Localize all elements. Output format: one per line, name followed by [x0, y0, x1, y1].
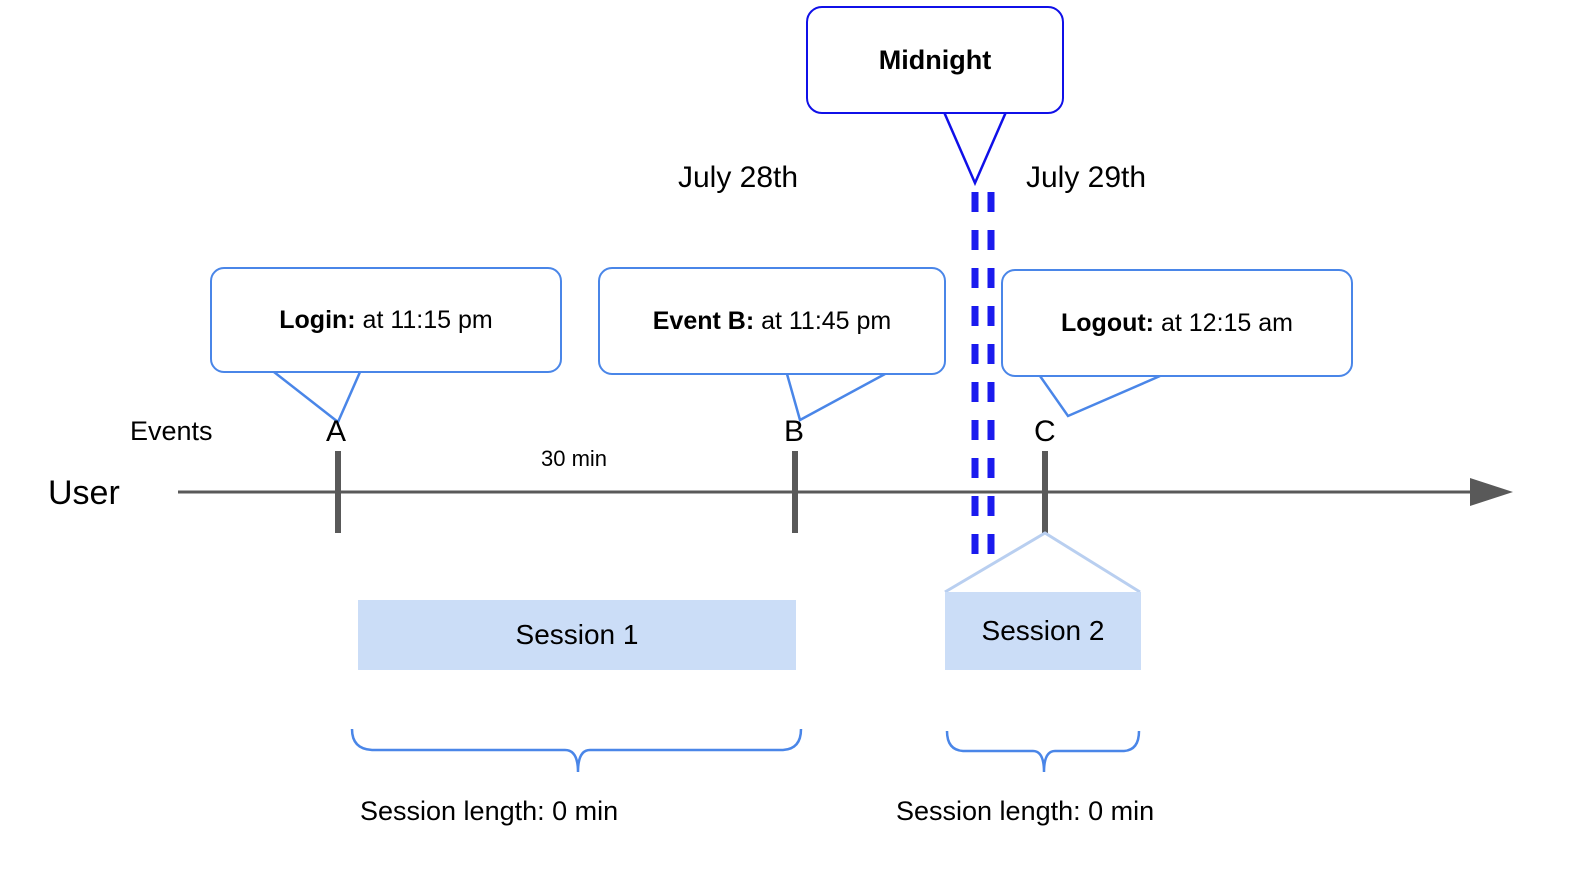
- session-box-1: Session 1: [358, 600, 796, 670]
- session-box-2-label: Session 2: [981, 615, 1105, 646]
- login-callout: Login: at 11:15 pm: [210, 267, 562, 373]
- date-label-july-28: July 28th: [678, 161, 799, 194]
- login-callout-rest-label: at 11:15 pm: [355, 305, 493, 334]
- event-b-callout-bold-label: Event B:: [652, 306, 755, 335]
- event-marker-label-b: B: [784, 415, 805, 448]
- event-tick-marks: [335, 451, 1048, 533]
- login-callout-text: Login: at 11:15 pm: [279, 306, 492, 335]
- event-b-callout-text: Event B: at 11:45 pm: [653, 307, 892, 336]
- logout-callout-tail: [1038, 374, 1161, 418]
- session-box-1-label: Session 1: [515, 619, 639, 650]
- event-marker-label-c: C: [1034, 415, 1056, 448]
- row-label-user: User: [48, 474, 120, 512]
- midnight-callout-tail: [942, 111, 1008, 187]
- session-2-brace: [945, 730, 1141, 773]
- event-marker-label-a: A: [326, 415, 347, 448]
- date-label-july-29: July 29th: [1026, 161, 1147, 194]
- logout-callout-rest-label: at 12:15 am: [1154, 308, 1293, 337]
- midnight-callout-label: Midnight: [878, 44, 992, 75]
- session-1-brace: [350, 728, 803, 773]
- session-length-label-1: Session length: 0 min: [360, 796, 619, 826]
- session-2-wedge: [944, 531, 1141, 594]
- timeline-arrowhead: [1470, 478, 1513, 506]
- timeline-axis: [178, 478, 1513, 506]
- event-b-callout-rest-label: at 11:45 pm: [754, 306, 892, 335]
- event-b-callout-tail: [785, 372, 886, 422]
- interval-label-30-min: 30 min: [541, 446, 608, 471]
- login-callout-bold-label: Login:: [279, 305, 356, 334]
- midnight-dashed-lines: [971, 192, 995, 572]
- logout-callout: Logout: at 12:15 am: [1001, 269, 1353, 377]
- login-callout-tail: [273, 371, 362, 424]
- session-box-2: Session 2: [945, 592, 1141, 670]
- event-b-callout: Event B: at 11:45 pm: [598, 267, 946, 375]
- logout-callout-bold-label: Logout:: [1061, 308, 1155, 337]
- session-length-label-2: Session length: 0 min: [896, 796, 1155, 826]
- midnight-callout: Midnight: [806, 6, 1064, 114]
- logout-callout-text: Logout: at 12:15 am: [1061, 309, 1293, 338]
- row-label-events: Events: [130, 416, 213, 446]
